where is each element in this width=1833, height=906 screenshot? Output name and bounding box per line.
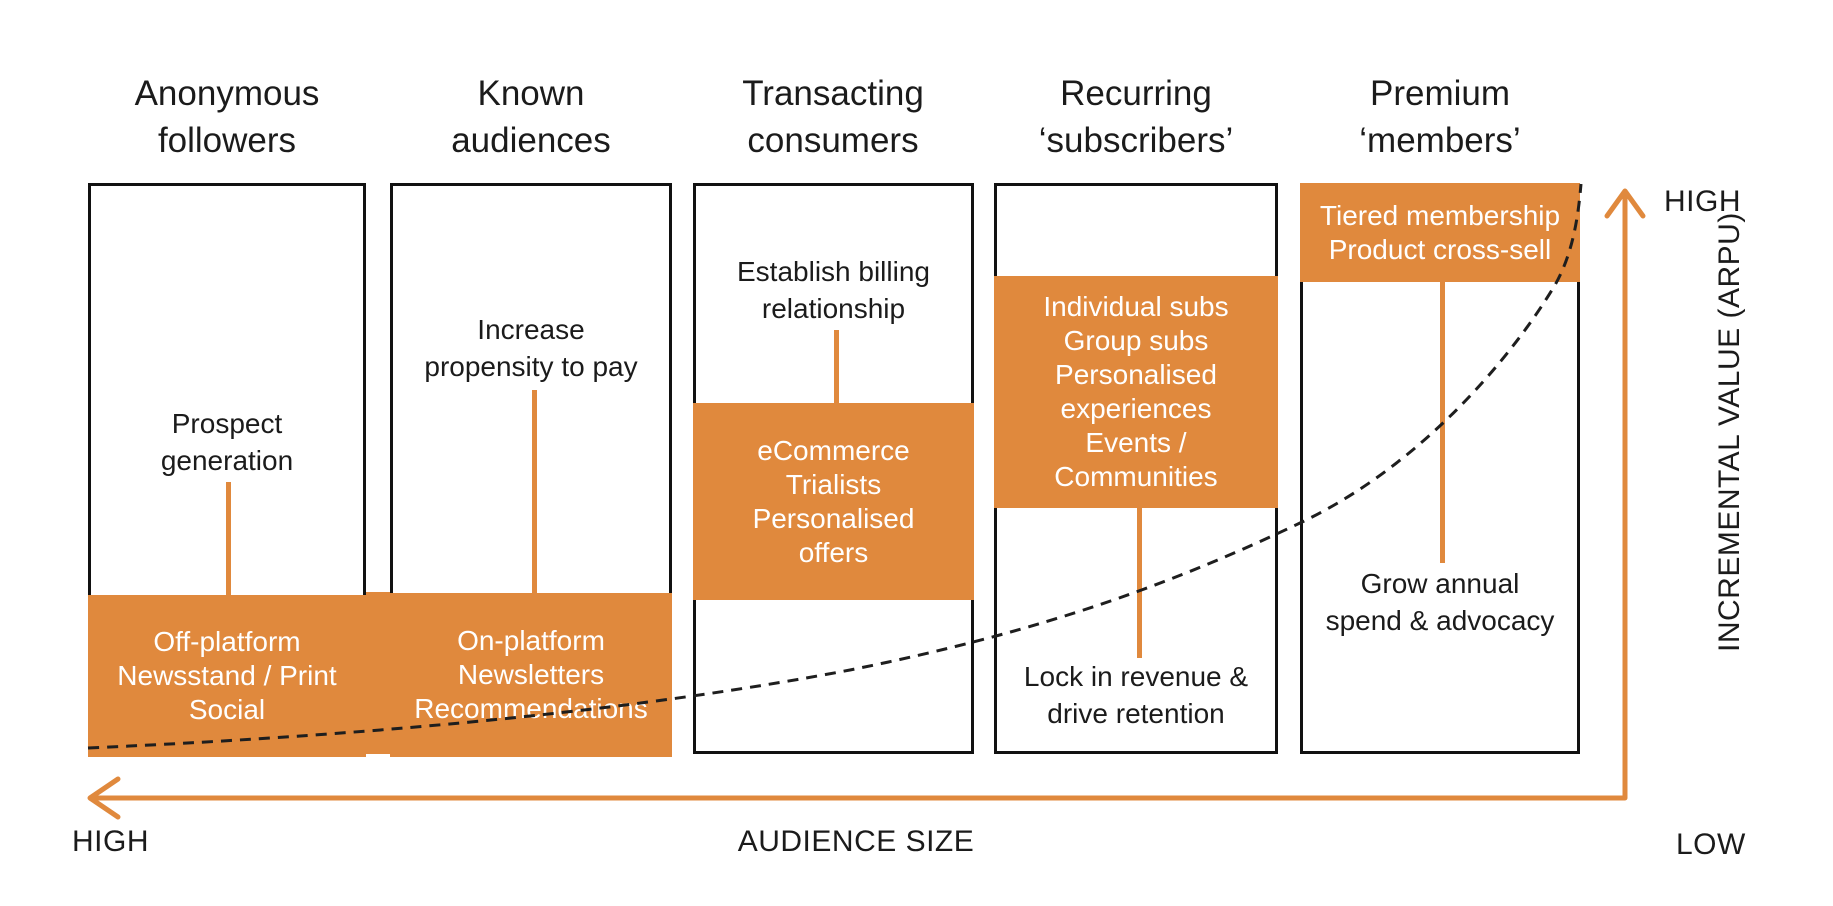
highlight-block: eCommerce Trialists Personalised offers xyxy=(693,403,974,600)
y-axis-high-label: HIGH xyxy=(1664,185,1741,218)
stage-header-known-audiences: Known audiences xyxy=(451,74,611,160)
stage-tactics: On-platform Newsletters Recommendations xyxy=(414,625,648,724)
stage-column-known-audiences: Increase propensity to pay On-platform N… xyxy=(390,183,672,757)
stage-objective: Lock in revenue & drive retention xyxy=(1023,661,1249,729)
stage-objective: Grow annual spend & advocacy xyxy=(1325,568,1555,636)
connector-line xyxy=(834,330,839,403)
stage-tactics: Individual subs Group subs Personalised … xyxy=(1043,291,1229,492)
stage-objective: Increase propensity to pay xyxy=(424,314,638,382)
x-axis-label: AUDIENCE SIZE xyxy=(737,825,975,858)
connector-line xyxy=(1440,282,1445,563)
highlight-block: Tiered membership Product cross-sell xyxy=(1300,183,1580,282)
stage-column-premium-members: Tiered membership Product cross-sell Gro… xyxy=(1300,183,1580,754)
x-axis-low-label: LOW xyxy=(1676,828,1746,861)
y-axis-arrowhead-icon xyxy=(1604,188,1646,219)
stage-column-transacting-consumers: Establish billing relationship eCommerce… xyxy=(693,183,974,754)
connector-line xyxy=(1137,508,1142,658)
x-axis-high-label: HIGH xyxy=(72,825,149,858)
x-axis-arrowhead-icon xyxy=(87,776,121,820)
stage-tactics: Off-platform Newsstand / Print Social xyxy=(117,626,337,725)
connector-line xyxy=(532,390,537,593)
stage-column-anonymous-followers: Prospect generation Off-platform Newssta… xyxy=(88,183,366,757)
stage-objective: Establish billing relationship xyxy=(737,256,930,324)
highlight-block: Off-platform Newsstand / Print Social xyxy=(88,595,366,757)
stage-header-transacting-consumers: Transacting consumers xyxy=(742,74,924,160)
stage-tactics: Tiered membership Product cross-sell xyxy=(1319,199,1561,265)
stage-objective: Prospect generation xyxy=(160,408,294,476)
highlight-block: On-platform Newsletters Recommendations xyxy=(390,593,672,757)
highlight-block: Individual subs Group subs Personalised … xyxy=(994,276,1278,508)
stage-column-recurring-subscribers: Individual subs Group subs Personalised … xyxy=(994,183,1278,754)
stage-header-recurring-subscribers: Recurring ‘subscribers’ xyxy=(1038,74,1234,160)
stage-header-premium-members: Premium ‘members’ xyxy=(1359,74,1521,160)
stage-header-anonymous-followers: Anonymous followers xyxy=(134,74,320,160)
y-axis-label: INCREMENTAL VALUE (ARPU) xyxy=(1713,212,1746,652)
connector-line xyxy=(226,482,231,595)
stage-tactics: eCommerce Trialists Personalised offers xyxy=(752,434,915,568)
